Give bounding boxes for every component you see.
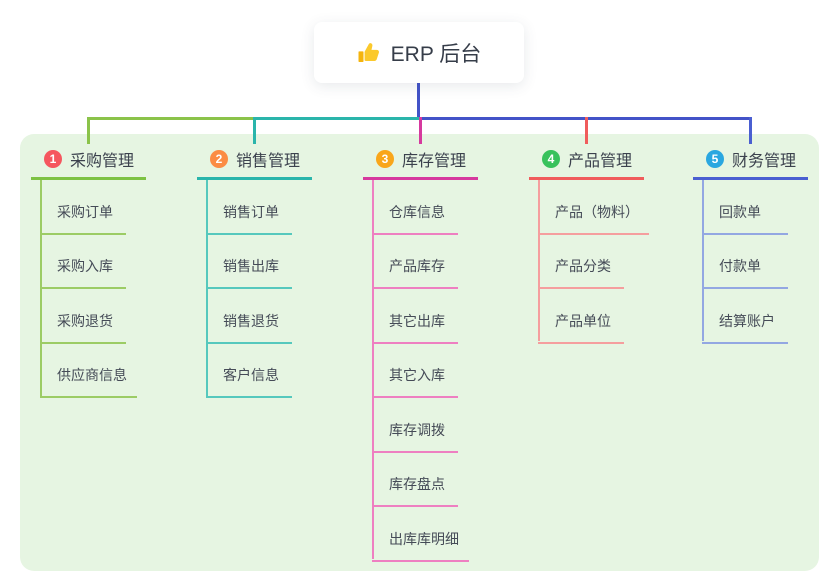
branch-label: 财务管理 — [732, 153, 797, 170]
branch-header-财务管理[interactable]: 5 财务管理 — [693, 143, 808, 180]
branch-label: 库存管理 — [402, 153, 467, 170]
node-label: 产品库存 — [389, 258, 445, 274]
node-回款单[interactable]: 回款单 — [702, 180, 788, 235]
node-仓库信息[interactable]: 仓库信息 — [372, 180, 458, 235]
node-付款单[interactable]: 付款单 — [702, 235, 788, 289]
node-其它出库[interactable]: 其它出库 — [372, 289, 458, 344]
branch-drop-line-财务管理 — [749, 117, 752, 144]
bus-line-left-green — [88, 117, 254, 120]
node-产品（物料）[interactable]: 产品（物料） — [538, 180, 649, 235]
branch-children: 销售订单销售出库销售退货客户信息 — [206, 180, 347, 398]
node-label: 其它入库 — [389, 367, 445, 383]
branch-drop-line-库存管理 — [419, 117, 422, 144]
node-产品分类[interactable]: 产品分类 — [538, 235, 624, 289]
node-label: 回款单 — [719, 203, 761, 220]
node-label: 销售退货 — [223, 312, 279, 329]
branch-产品管理: 4 产品管理产品（物料） 产品分类产品单位 — [529, 143, 679, 344]
number-badge-icon: 5 — [706, 150, 724, 168]
node-label: 库存盘点 — [389, 476, 445, 492]
branch-drop-line-销售管理 — [253, 117, 256, 144]
node-采购退货[interactable]: 采购退货 — [40, 289, 126, 344]
branch-财务管理: 5 财务管理回款单付款单结算账户 — [693, 143, 839, 344]
node-采购订单[interactable]: 采购订单 — [40, 180, 126, 235]
node-label: 销售出库 — [223, 258, 279, 274]
node-label: 采购退货 — [57, 312, 113, 329]
node-label: 结算账户 — [719, 312, 775, 329]
branch-label: 产品管理 — [568, 153, 633, 170]
node-出库库明细[interactable]: 出库库明细 — [372, 507, 469, 562]
branch-trunk-line — [372, 180, 374, 559]
node-label: 产品单位 — [555, 312, 611, 329]
branch-children: 采购订单采购入库采购退货供应商信息 — [40, 180, 181, 398]
branch-drop-line-产品管理 — [585, 117, 588, 144]
branch-children: 产品（物料） 产品分类产品单位 — [538, 180, 679, 344]
branch-header-库存管理[interactable]: 3 库存管理 — [363, 143, 478, 180]
node-label: 仓库信息 — [389, 203, 445, 220]
node-label: 付款单 — [719, 258, 761, 274]
branch-children: 仓库信息产品库存其它出库其它入库库存调拨库存盘点出库库明细 — [372, 180, 513, 562]
node-label: 产品（物料） — [555, 203, 639, 220]
number-badge-icon: 2 — [210, 150, 228, 168]
branch-header-采购管理[interactable]: 1 采购管理 — [31, 143, 146, 180]
branch-trunk-line — [206, 180, 208, 396]
node-label: 采购入库 — [57, 258, 113, 274]
branch-销售管理: 2 销售管理销售订单销售出库销售退货客户信息 — [197, 143, 347, 398]
branch-trunk-line — [702, 180, 704, 341]
number-badge-icon: 4 — [542, 150, 560, 168]
node-其它入库[interactable]: 其它入库 — [372, 344, 458, 398]
branch-label: 采购管理 — [70, 153, 135, 170]
branch-drop-line-采购管理 — [87, 117, 90, 144]
branch-库存管理: 3 库存管理仓库信息产品库存其它出库其它入库库存调拨库存盘点出库库明细 — [363, 143, 513, 562]
branch-trunk-line — [538, 180, 540, 341]
node-label: 其它出库 — [389, 312, 445, 329]
node-结算账户[interactable]: 结算账户 — [702, 289, 788, 344]
node-销售退货[interactable]: 销售退货 — [206, 289, 292, 344]
number-badge-icon: 1 — [44, 150, 62, 168]
thumbs-up-icon — [357, 41, 381, 65]
node-产品单位[interactable]: 产品单位 — [538, 289, 624, 344]
node-库存调拨[interactable]: 库存调拨 — [372, 398, 458, 453]
number-badge-icon: 3 — [376, 150, 394, 168]
node-供应商信息[interactable]: 供应商信息 — [40, 344, 137, 398]
node-label: 供应商信息 — [57, 367, 127, 383]
branch-header-销售管理[interactable]: 2 销售管理 — [197, 143, 312, 180]
branch-label: 销售管理 — [236, 153, 301, 170]
node-销售出库[interactable]: 销售出库 — [206, 235, 292, 289]
node-label: 客户信息 — [223, 367, 279, 383]
root-label: ERP 后台 — [390, 42, 482, 66]
root-node[interactable]: ERP 后台 — [314, 22, 524, 83]
branch-trunk-line — [40, 180, 42, 396]
root-drop-line — [417, 83, 420, 119]
node-客户信息[interactable]: 客户信息 — [206, 344, 292, 398]
node-产品库存[interactable]: 产品库存 — [372, 235, 458, 289]
node-label: 库存调拨 — [389, 421, 445, 438]
branch-children: 回款单付款单结算账户 — [702, 180, 839, 344]
node-采购入库[interactable]: 采购入库 — [40, 235, 126, 289]
branches-panel — [20, 134, 819, 571]
node-label: 出库库明细 — [389, 530, 459, 547]
node-库存盘点[interactable]: 库存盘点 — [372, 453, 458, 507]
branch-header-产品管理[interactable]: 4 产品管理 — [529, 143, 644, 180]
node-label: 采购订单 — [57, 203, 113, 220]
node-销售订单[interactable]: 销售订单 — [206, 180, 292, 235]
branch-采购管理: 1 采购管理采购订单采购入库采购退货供应商信息 — [31, 143, 181, 398]
node-label: 销售订单 — [223, 203, 279, 220]
bus-line-mid-teal — [254, 117, 420, 120]
node-label: 产品分类 — [555, 258, 611, 274]
